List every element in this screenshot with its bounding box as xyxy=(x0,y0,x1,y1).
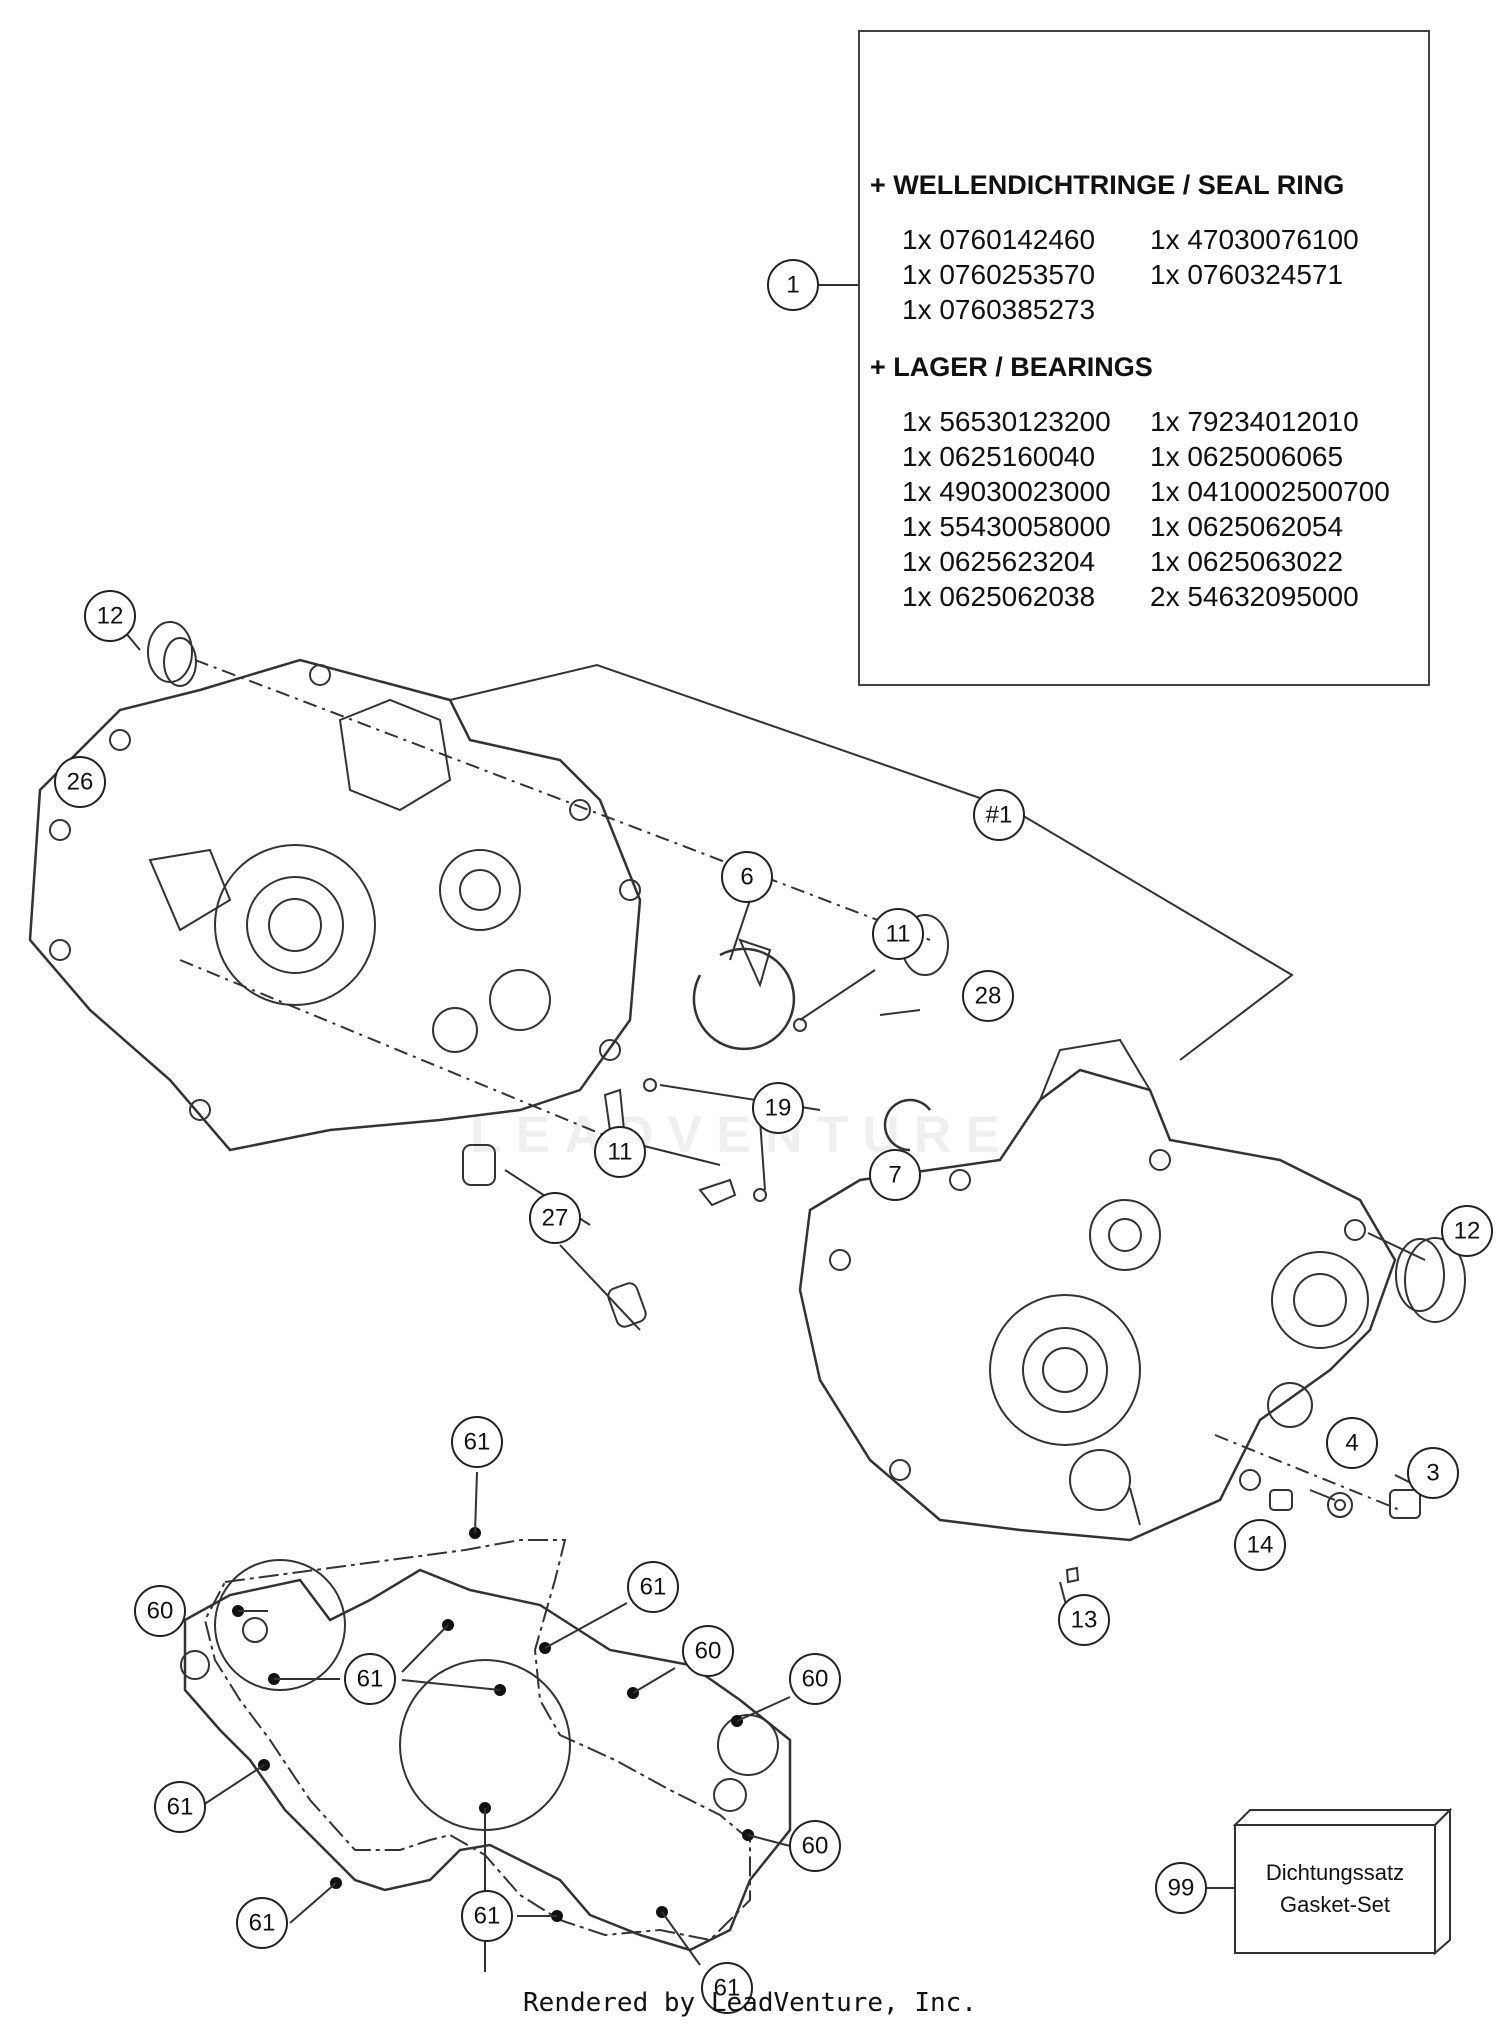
bearing-line: 1x 0625062054 xyxy=(1150,511,1344,542)
seal-ring-line: 1x 0760253570 xyxy=(902,259,1096,290)
callout-61-e: 61 xyxy=(249,1910,276,1937)
callout-99: 99 xyxy=(1168,1875,1195,1902)
callout-kit-1: #1 xyxy=(986,802,1013,829)
seal-ring-line: 1x 0760385273 xyxy=(902,294,1096,325)
bearing-line: 1x 79234012010 xyxy=(1150,406,1359,437)
callout-61-c: 61 xyxy=(357,1666,384,1693)
seal-ring-line: 1x 0760324571 xyxy=(1150,259,1344,290)
callout-61-f: 61 xyxy=(474,1903,501,1930)
callout-1: 1 xyxy=(786,272,799,299)
callout-11-bottom: 11 xyxy=(608,1139,633,1166)
footer-credit: Rendered by LeadVenture, Inc. xyxy=(523,1988,977,2018)
callout-61-b: 61 xyxy=(640,1574,667,1601)
bearing-line: 1x 55430058000 xyxy=(902,511,1111,542)
bearing-line: 1x 49030023000 xyxy=(902,476,1111,507)
bearing-line: 1x 0625006065 xyxy=(1150,441,1344,472)
callout-26: 26 xyxy=(67,769,94,796)
seal-ring-line: 1x 0760142460 xyxy=(902,224,1096,255)
callout-60-c: 60 xyxy=(802,1666,829,1693)
bearing-line: 1x 0625062038 xyxy=(902,581,1096,612)
callout-27: 27 xyxy=(542,1205,569,1232)
callout-7: 7 xyxy=(888,1162,901,1189)
bearing-line: 1x 56530123200 xyxy=(902,406,1111,437)
callout-61-a: 61 xyxy=(464,1429,491,1456)
callout-60-a: 60 xyxy=(147,1598,174,1625)
callout-12-left: 12 xyxy=(97,603,124,630)
bearing-line: 1x 0410002500700 xyxy=(1150,476,1390,507)
gasket-set-label-en: Gasket-Set xyxy=(1279,1892,1391,1917)
callout-28: 28 xyxy=(975,983,1002,1010)
callout-19: 19 xyxy=(765,1095,792,1122)
callout-6: 6 xyxy=(740,864,753,891)
callout-3: 3 xyxy=(1426,1460,1439,1487)
callout-12-right: 12 xyxy=(1454,1218,1481,1245)
callout-11-top: 11 xyxy=(886,921,911,948)
callout-4: 4 xyxy=(1345,1430,1358,1457)
bearing-line: 1x 0625623204 xyxy=(902,546,1096,577)
bearing-line: 1x 0625063022 xyxy=(1150,546,1344,577)
callout-61-d: 61 xyxy=(167,1794,194,1821)
gasket-set-label-de: Dichtungssatz xyxy=(1265,1860,1405,1885)
bearing-line: 1x 0625160040 xyxy=(902,441,1096,472)
callout-61-g: 61 xyxy=(714,1975,741,2002)
seal-ring-line: 1x 47030076100 xyxy=(1150,224,1359,255)
callout-60-b: 60 xyxy=(695,1638,722,1665)
seal-ring-heading: + WELLENDICHTRINGE / SEAL RING xyxy=(870,170,1345,200)
callout-13: 13 xyxy=(1071,1607,1098,1634)
bearing-line: 2x 54632095000 xyxy=(1150,581,1359,612)
bearing-heading: + LAGER / BEARINGS xyxy=(870,352,1153,382)
callout-60-d: 60 xyxy=(802,1833,829,1860)
kit-contents-box xyxy=(858,30,1430,686)
callout-14: 14 xyxy=(1247,1532,1274,1559)
